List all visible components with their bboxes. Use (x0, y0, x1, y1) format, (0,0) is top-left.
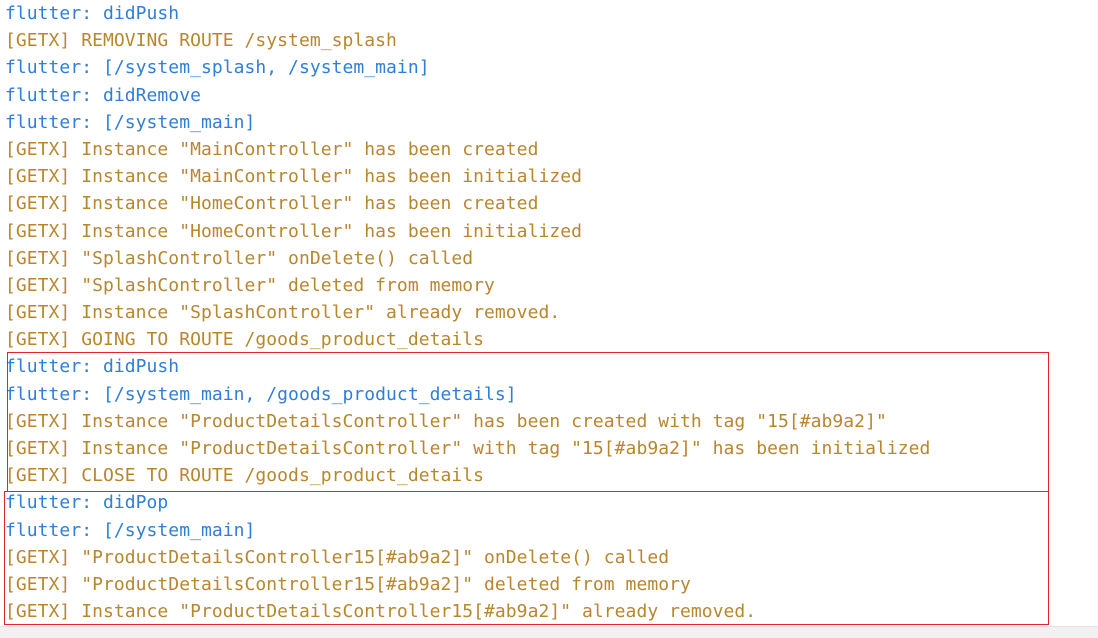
log-line: [GETX] "SplashController" onDelete() cal… (5, 247, 474, 269)
log-line: [GETX] "ProductDetailsController15[#ab9a… (5, 573, 691, 595)
highlight-box-pop-section (4, 491, 1049, 625)
log-line: [GETX] Instance "MainController" has bee… (5, 166, 583, 188)
bottom-scroll-area (0, 626, 1098, 638)
log-line: flutter: didPush (5, 3, 180, 24)
highlight-box-push-section (7, 352, 1049, 492)
log-line: [GETX] CLOSE TO ROUTE /goods_product_det… (5, 465, 485, 487)
log-line: flutter: didPop (5, 492, 169, 514)
log-line: [GETX] Instance "ProductDetailsControlle… (5, 438, 931, 459)
log-line: flutter: [/system_main, /goods_product_d… (5, 383, 517, 405)
log-line: flutter: [/system_main] (5, 111, 256, 133)
console-log-output: flutter: didPush [GETX] REMOVING ROUTE /… (5, 0, 1093, 625)
log-line: flutter: [/system_splash, /system_main] (5, 57, 430, 79)
log-line: [GETX] Instance "SplashController" alrea… (5, 302, 561, 324)
log-line: [GETX] Instance "HomeController" has bee… (5, 220, 583, 242)
log-line: [GETX] "ProductDetailsController15[#ab9a… (5, 546, 670, 568)
log-line: [GETX] Instance "ProductDetailsControlle… (5, 601, 757, 623)
log-line: [GETX] Instance "HomeController" has bee… (5, 193, 539, 215)
log-line: flutter: didPush (5, 356, 180, 378)
log-line: flutter: [/system_main] (5, 519, 256, 541)
log-line: [GETX] REMOVING ROUTE /system_splash (5, 30, 397, 52)
log-line: [GETX] "SplashController" deleted from m… (5, 274, 495, 296)
log-line: [GETX] Instance "ProductDetailsControlle… (5, 410, 887, 432)
log-line: flutter: didRemove (5, 84, 201, 106)
log-line: [GETX] Instance "MainController" has bee… (5, 138, 539, 160)
log-line: [GETX] GOING TO ROUTE /goods_product_det… (5, 329, 485, 351)
